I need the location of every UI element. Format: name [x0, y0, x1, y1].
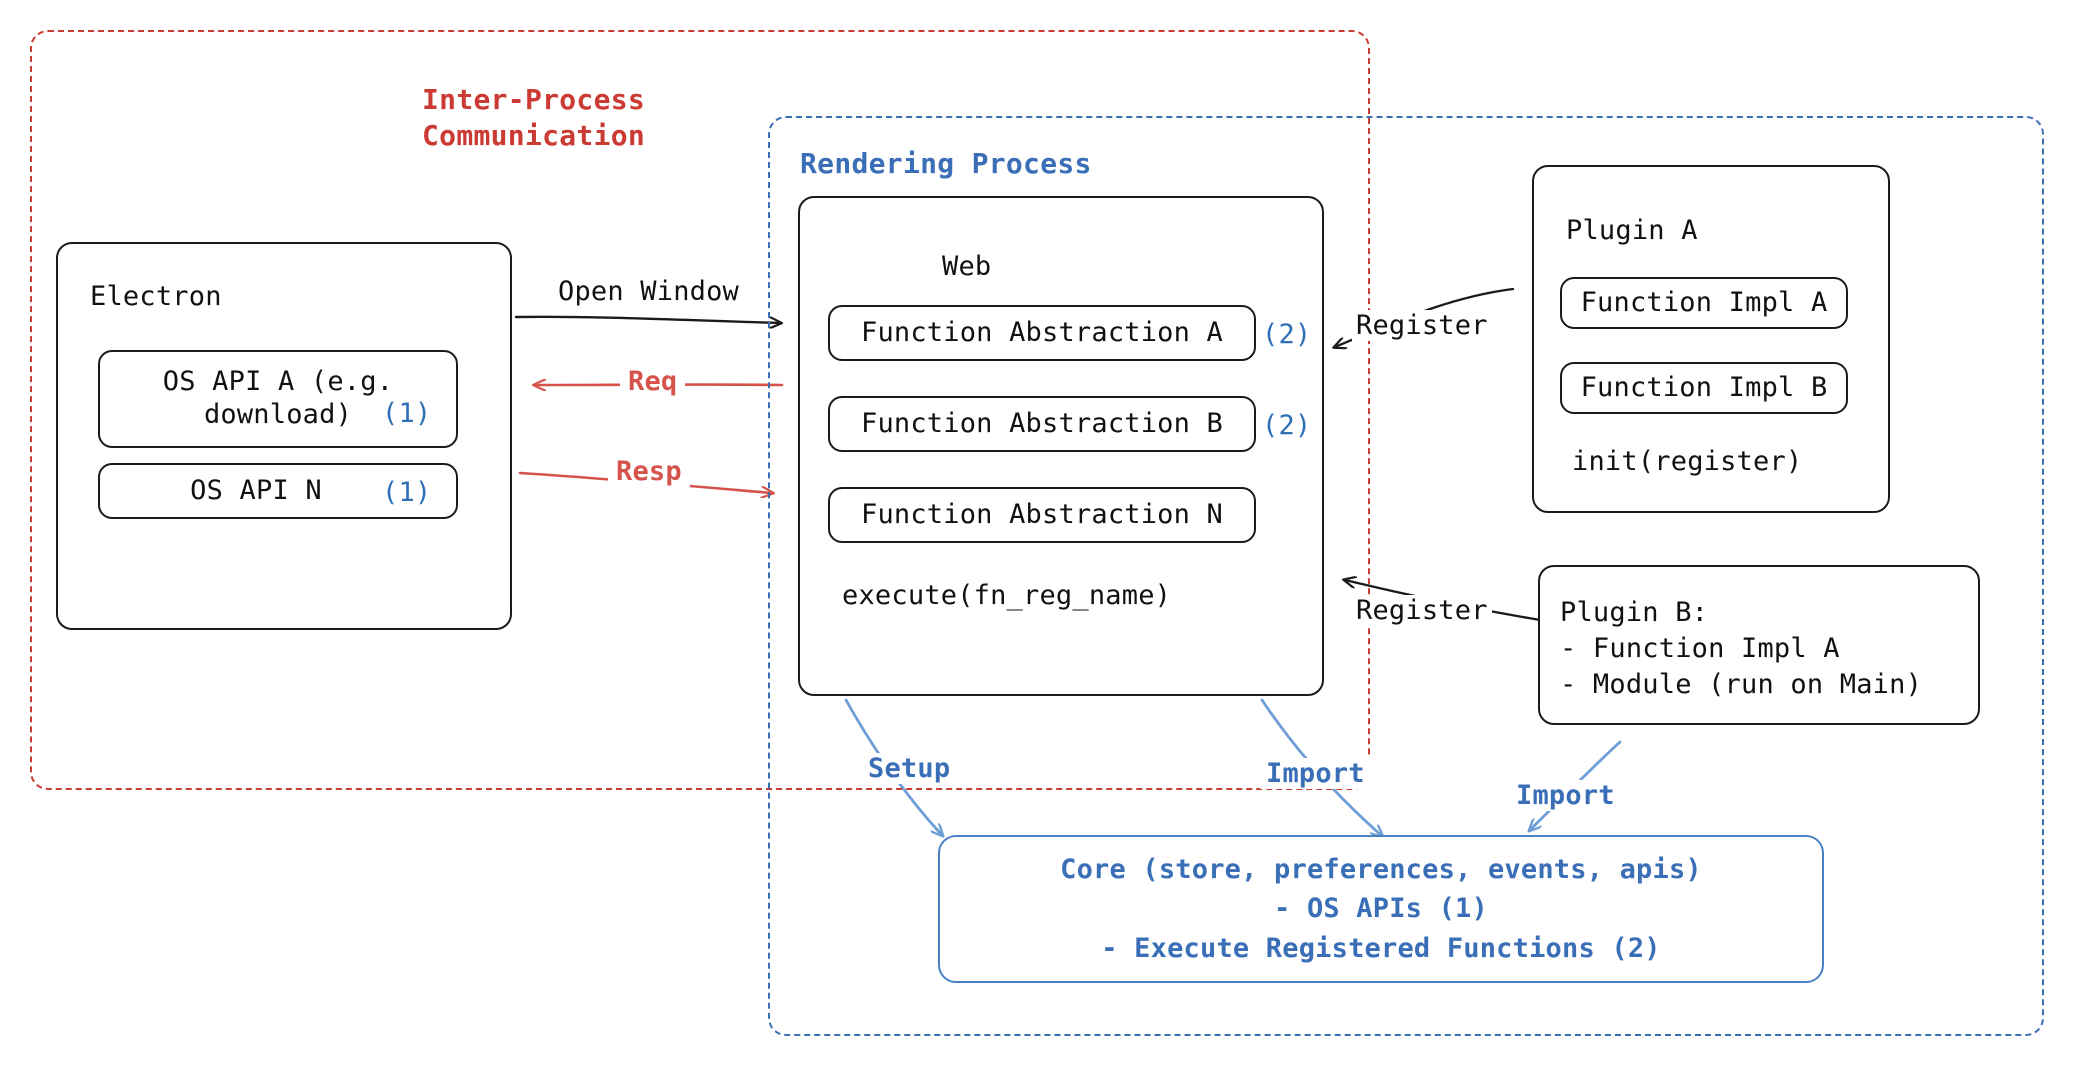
node-function-abstraction-n[interactable]: Function Abstraction N [828, 487, 1256, 543]
os-api-n-badge: (1) [382, 477, 432, 508]
node-core[interactable]: Core (store, preferences, events, apis) … [938, 835, 1824, 983]
edge-label-register-top: Register [1352, 310, 1492, 341]
node-function-abstraction-b[interactable]: Function Abstraction B [828, 396, 1256, 452]
edge-label-open-window: Open Window [558, 276, 740, 307]
function-abstraction-n-label: Function Abstraction N [860, 498, 1224, 530]
web-title: Web [942, 251, 992, 282]
core-line-2: - OS APIs (1) [1274, 893, 1488, 925]
node-function-impl-a[interactable]: Function Impl A [1560, 277, 1848, 329]
plugin-b-text: Plugin B: - Function Impl A - Module (ru… [1560, 597, 1923, 701]
plugin-a-init-text: init(register) [1572, 446, 1803, 477]
group-label-ipc: Inter-Process Communication [422, 83, 646, 152]
node-plugin-b[interactable] [1538, 565, 1980, 725]
os-api-n-label: OS API N [190, 474, 322, 506]
node-os-api-a[interactable]: OS API A (e.g. download) [98, 350, 458, 448]
group-inter-process-communication [30, 30, 1370, 790]
function-abstraction-b-label: Function Abstraction B [860, 407, 1224, 439]
electron-title: Electron [90, 281, 222, 312]
node-plugin-a[interactable] [1532, 165, 1890, 513]
edge-label-register-bottom: Register [1352, 595, 1492, 626]
os-api-a-label: OS API A (e.g. download) [162, 366, 394, 430]
function-impl-a-label: Function Impl A [1580, 286, 1828, 318]
function-abstraction-a-label: Function Abstraction A [860, 316, 1224, 348]
web-execute-text: execute(fn_reg_name) [842, 580, 1172, 611]
function-impl-b-label: Function Impl B [1580, 371, 1828, 403]
edge-label-resp: Resp [608, 456, 690, 487]
group-label-rendering-process: Rendering Process [800, 147, 1092, 180]
node-function-abstraction-a[interactable]: Function Abstraction A [828, 305, 1256, 361]
function-abstraction-b-badge: (2) [1262, 410, 1312, 441]
plugin-a-title: Plugin A [1566, 215, 1698, 246]
group-rendering-process [768, 116, 2044, 1036]
function-abstraction-a-badge: (2) [1262, 319, 1312, 350]
core-line-1: Core (store, preferences, events, apis) [1060, 854, 1702, 886]
os-api-a-badge: (1) [382, 398, 432, 429]
edge-label-import-plugin-b: Import [1510, 780, 1621, 811]
node-os-api-n[interactable]: OS API N [98, 463, 458, 519]
edge-label-req: Req [620, 366, 686, 397]
edge-label-setup: Setup [862, 753, 957, 784]
core-line-3: - Execute Registered Functions (2) [1101, 932, 1661, 964]
node-function-impl-b[interactable]: Function Impl B [1560, 362, 1848, 414]
edge-label-import-web: Import [1260, 758, 1371, 789]
